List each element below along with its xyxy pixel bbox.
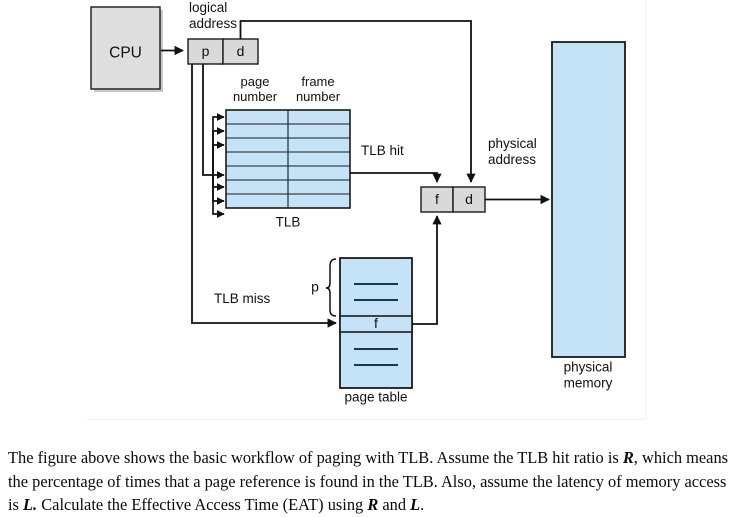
page-table-brace-label: p (311, 279, 319, 295)
page-table: f (339, 257, 413, 389)
logical-address-d-field: d (237, 43, 245, 59)
logical-address-box: p d (187, 38, 259, 65)
caption-segment-8: . (420, 495, 425, 514)
tlb-fanout-arrows (212, 113, 225, 218)
logical-address-label-line1: logical (189, 0, 227, 15)
page-table-brace: p (311, 258, 337, 317)
caption-segment-7: L (410, 495, 421, 514)
physical-memory-caption-line1: physical (564, 360, 613, 375)
logical-address-p-field: p (202, 43, 210, 59)
figure-canvas: CPU logical address p d (90, 0, 626, 405)
page-table-caption: page table (344, 390, 407, 405)
tlb-header-frame-line2: number (296, 89, 341, 104)
tlb-hit-label: TLB hit (361, 143, 404, 158)
logical-address-label-line2: address (189, 16, 237, 31)
physical-address-f-field: f (435, 191, 439, 207)
tlb-hit-route (350, 172, 442, 183)
caption-segment-1: R (622, 448, 634, 467)
caption-segment-2: , which means the percentage of times th… (8, 448, 729, 514)
page-table-frame-label: f (374, 315, 378, 331)
offset-d-route (239, 20, 476, 183)
physical-address-label-line2: address (488, 152, 536, 167)
cpu-box: CPU (90, 6, 163, 92)
tlb-table (225, 109, 351, 209)
caption-segment-5: R (367, 495, 379, 514)
tlb-header-page-line1: page (241, 74, 270, 89)
physical-memory-block: physical memory (551, 41, 626, 391)
physical-memory-caption-line2: memory (564, 376, 613, 391)
cpu-label: CPU (109, 45, 142, 62)
tlb-miss-label: TLB miss (214, 291, 271, 306)
physical-address-box: f d (420, 186, 486, 213)
paging-tlb-figure: CPU logical address p d (86, 0, 646, 420)
tlb-caption: TLB (276, 215, 301, 230)
tlb-header-page-line2: number (233, 89, 278, 104)
caption-segment-0: The figure above shows the basic workflo… (8, 448, 623, 467)
caption-segment-3: L. (23, 495, 38, 514)
caption-segment-4: Calculate the Effective Access Time (EAT… (37, 495, 368, 514)
question-caption: The figure above shows the basic workflo… (8, 446, 738, 517)
physical-address-label-line1: physical (488, 136, 537, 151)
caption-segment-6: and (378, 495, 411, 514)
page-table-to-physical-address-route (412, 215, 442, 325)
physical-address-d-field: d (465, 191, 473, 207)
tlb-header-frame-line1: frame (301, 74, 334, 89)
page-number-bus (191, 64, 337, 328)
